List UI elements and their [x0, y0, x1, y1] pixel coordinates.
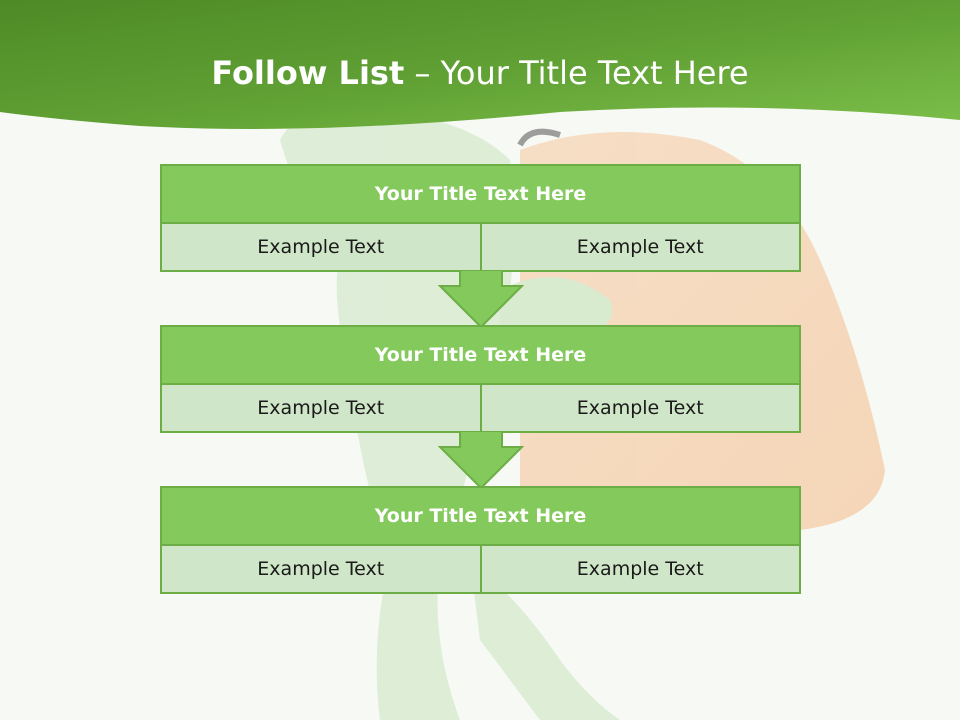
list-block-3: Your Title Text Here Example Text Exampl…	[160, 486, 801, 594]
slide-title-rest: – Your Title Text Here	[404, 54, 749, 92]
list-block-2: Your Title Text Here Example Text Exampl…	[160, 325, 801, 433]
block-cell-right: Example Text	[479, 224, 800, 270]
block-cell-right: Example Text	[479, 385, 800, 431]
block-row: Example Text Example Text	[162, 385, 799, 431]
block-row: Example Text Example Text	[162, 224, 799, 270]
list-block-1: Your Title Text Here Example Text Exampl…	[160, 164, 801, 272]
slide-title: Follow List – Your Title Text Here	[0, 54, 960, 92]
down-arrow-icon	[438, 431, 524, 489]
block-title: Your Title Text Here	[162, 166, 799, 224]
block-cell-right: Example Text	[479, 546, 800, 592]
block-cell-left: Example Text	[257, 397, 385, 419]
block-title: Your Title Text Here	[162, 327, 799, 385]
header-band	[0, 0, 960, 129]
slide-title-bold: Follow List	[211, 54, 405, 92]
block-cell-left: Example Text	[257, 236, 385, 258]
block-row: Example Text Example Text	[162, 546, 799, 592]
block-cell-left: Example Text	[257, 558, 385, 580]
block-title: Your Title Text Here	[162, 488, 799, 546]
down-arrow-icon	[438, 270, 524, 328]
